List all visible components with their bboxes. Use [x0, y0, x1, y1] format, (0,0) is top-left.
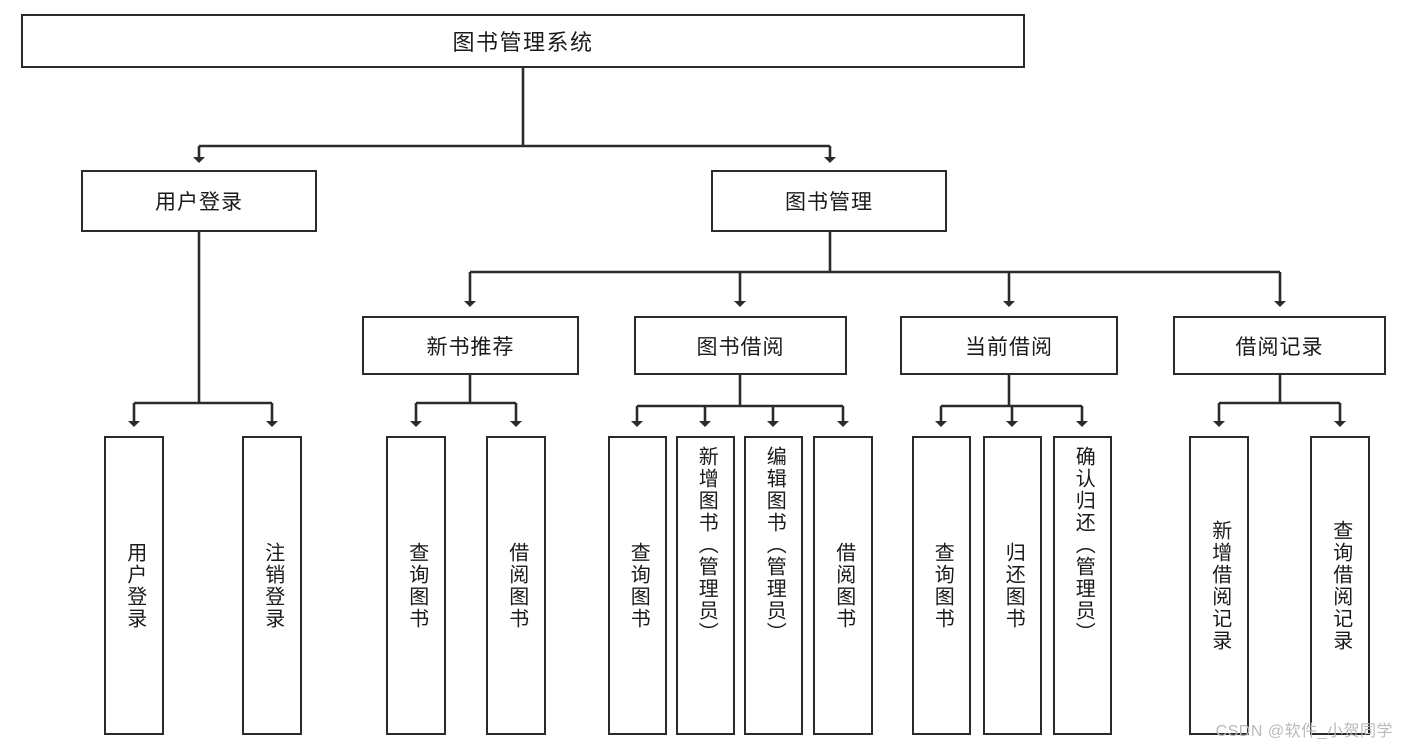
leaf-return-book[interactable]: 归还图书 — [983, 436, 1042, 735]
node-book-borrow-label: 图书借阅 — [696, 335, 785, 359]
leaf-user-login[interactable]: 用户登录 — [104, 436, 164, 735]
leaf-edit-book-admin[interactable]: 编辑图书（管理员） — [744, 436, 803, 735]
node-user-login-label: 用户登录 — [155, 191, 243, 214]
leaf-edit-book-admin-label: 编辑图书（管理员） — [763, 446, 786, 644]
leaf-add-borrow-record-label: 新增借阅记录 — [1208, 519, 1231, 652]
leaf-borrow-book-borrow[interactable]: 借阅图书 — [813, 436, 873, 735]
leaf-logout[interactable]: 注销登录 — [242, 436, 302, 735]
node-new-book-recommend-label: 新书推荐 — [426, 335, 515, 359]
leaf-query-borrow-record-label: 查询借阅记录 — [1329, 519, 1352, 652]
node-borrow-record[interactable]: 借阅记录 — [1173, 316, 1386, 375]
leaf-return-book-label: 归还图书 — [1002, 541, 1025, 630]
leaf-confirm-return-admin[interactable]: 确认归还（管理员） — [1053, 436, 1112, 735]
leaf-query-book-new[interactable]: 查询图书 — [386, 436, 446, 735]
leaf-add-borrow-record[interactable]: 新增借阅记录 — [1189, 436, 1249, 735]
leaf-query-book-new-label: 查询图书 — [405, 541, 428, 630]
leaf-query-book-borrow[interactable]: 查询图书 — [608, 436, 667, 735]
leaf-query-book-current-label: 查询图书 — [931, 541, 954, 630]
node-root-label: 图书管理系统 — [452, 30, 594, 55]
leaf-confirm-return-admin-label: 确认归还（管理员） — [1072, 446, 1095, 644]
node-book-borrow[interactable]: 图书借阅 — [634, 316, 847, 375]
leaf-add-book-admin[interactable]: 新增图书（管理员） — [676, 436, 735, 735]
leaf-borrow-book-new[interactable]: 借阅图书 — [486, 436, 546, 735]
node-new-book-recommend[interactable]: 新书推荐 — [362, 316, 579, 375]
leaf-borrow-book-new-label: 借阅图书 — [505, 541, 528, 630]
node-current-borrow[interactable]: 当前借阅 — [900, 316, 1118, 375]
node-current-borrow-label: 当前借阅 — [965, 335, 1053, 359]
leaf-query-borrow-record[interactable]: 查询借阅记录 — [1310, 436, 1370, 735]
watermark-text: CSDN @软件_小贺同学 — [1215, 723, 1393, 740]
leaf-query-book-borrow-label: 查询图书 — [627, 541, 650, 630]
leaf-logout-label: 注销登录 — [261, 541, 284, 630]
node-book-management[interactable]: 图书管理 — [711, 170, 947, 232]
leaf-borrow-book-borrow-label: 借阅图书 — [832, 541, 855, 630]
node-borrow-record-label: 借阅记录 — [1235, 335, 1324, 359]
node-book-management-label: 图书管理 — [785, 191, 873, 214]
node-root-system[interactable]: 图书管理系统 — [21, 14, 1025, 68]
leaf-add-book-admin-label: 新增图书（管理员） — [695, 446, 718, 644]
leaf-user-login-label: 用户登录 — [123, 541, 146, 630]
node-user-login[interactable]: 用户登录 — [81, 170, 317, 232]
leaf-query-book-current[interactable]: 查询图书 — [912, 436, 971, 735]
